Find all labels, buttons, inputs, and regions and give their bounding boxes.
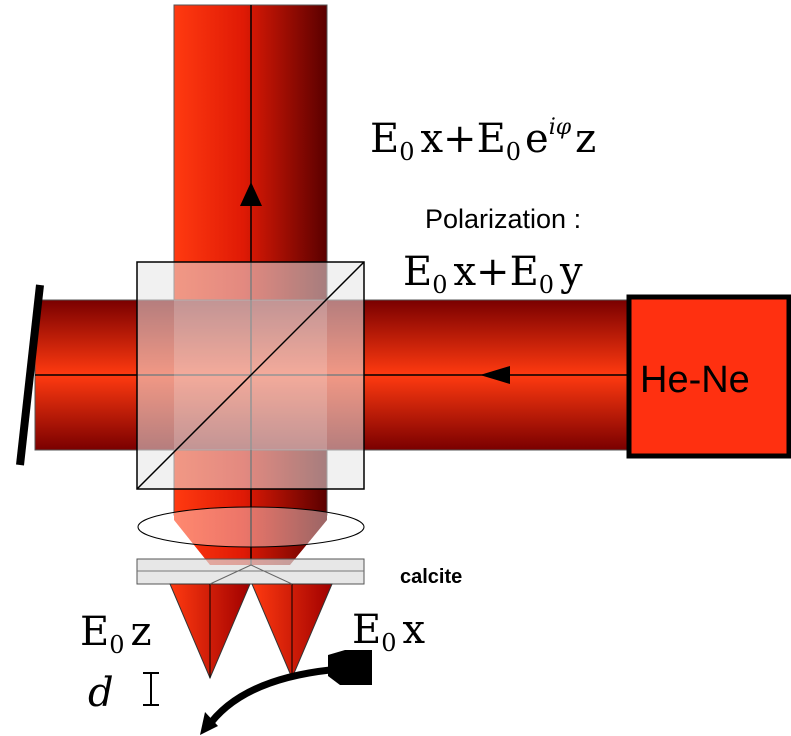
laser-label: He-Ne bbox=[640, 359, 750, 401]
left-arrow-icon bbox=[480, 366, 510, 384]
laser-box bbox=[626, 294, 791, 459]
polarization-title: Polarization : bbox=[425, 204, 581, 234]
split-ray-2 bbox=[250, 564, 293, 585]
split-ray bbox=[209, 564, 252, 585]
sample-arrow-icon bbox=[200, 712, 218, 735]
beam-splitter-diagonal bbox=[136, 261, 365, 490]
distance-label: d bbox=[88, 670, 114, 716]
calcite-label: calcite bbox=[400, 566, 462, 588]
sample-arm bbox=[204, 666, 331, 731]
sample-block bbox=[328, 650, 372, 685]
lens bbox=[137, 506, 365, 548]
mirror bbox=[16, 284, 44, 466]
upward-arrow-icon bbox=[240, 182, 262, 206]
